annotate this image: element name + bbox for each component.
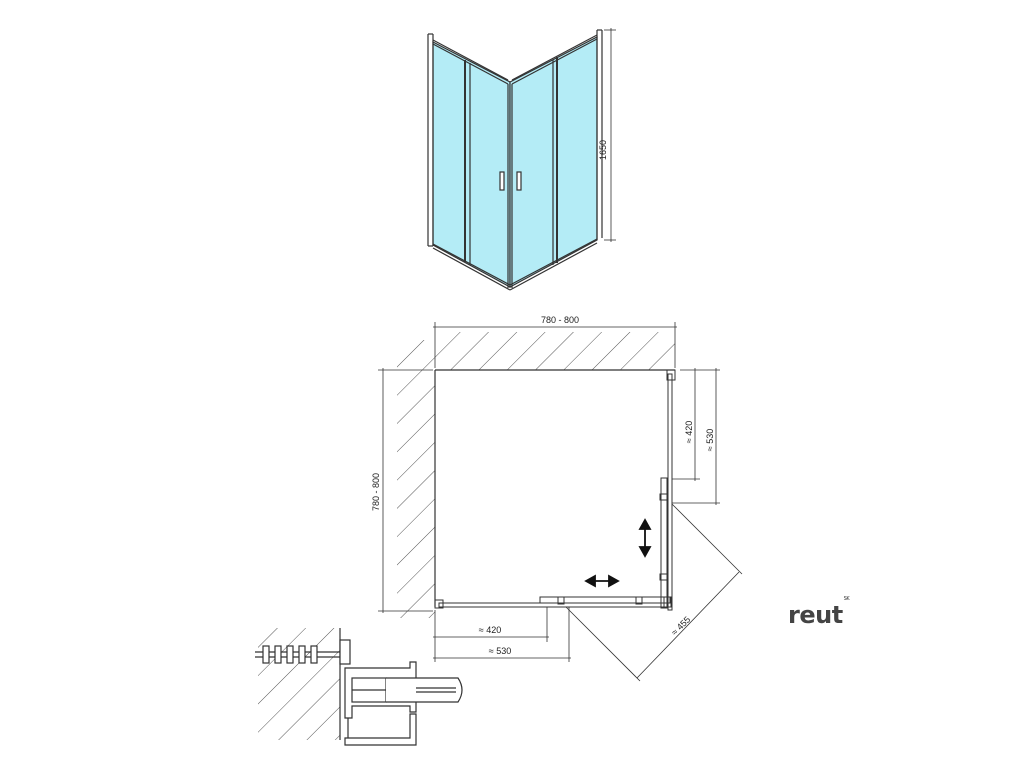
brand-suffix: SK [843,596,850,602]
bottom-front-panel-plan [434,596,673,609]
brand-name: reut [788,601,843,629]
right-door-530-label: ≈ 530 [705,429,715,451]
bottom-door-530-label: ≈ 530 [489,646,511,656]
brand-logo: reutSK [788,596,850,629]
diagonal-dimension [565,503,743,682]
left-wall-hatch [397,340,435,618]
height-label: 1650 [598,140,608,160]
perspective-view [427,29,603,291]
left-depth-label: 780 - 800 [371,473,381,511]
top-width-dimension [433,322,677,368]
height-dimension [604,28,616,242]
double-arrow-vertical-icon [638,518,652,558]
diagonal-label: ≈ 455 [669,614,692,637]
double-arrow-horizontal-icon [584,574,620,588]
bottom-door-420-label: ≈ 420 [479,625,501,635]
top-width-label: 780 - 800 [541,315,579,325]
bottom-door-dimensions [433,607,571,662]
right-side-panel-plan [659,369,676,611]
left-depth-dimension [378,368,433,613]
right-door-dimensions [672,368,720,505]
wall-profile-detail [255,628,463,746]
top-wall-hatch [435,332,675,370]
right-door-420-label: ≈ 420 [684,421,694,443]
